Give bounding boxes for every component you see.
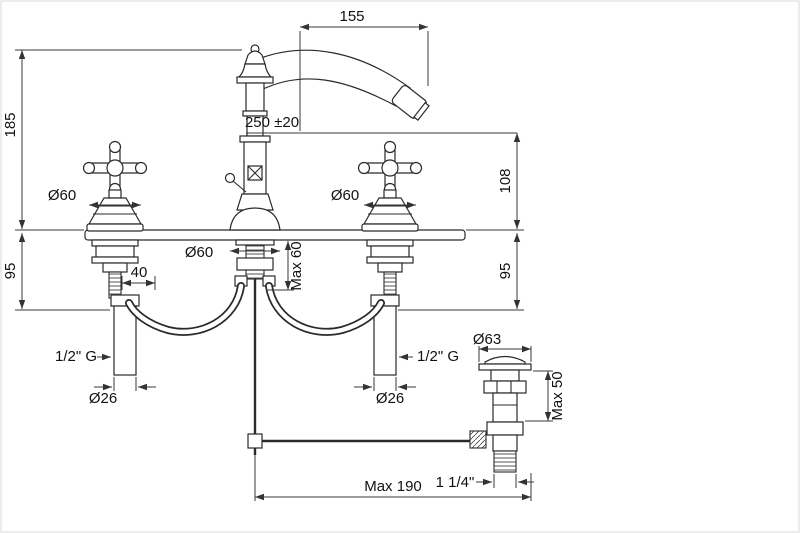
left-supply-pipe: [113, 305, 137, 376]
drain-assembly: [469, 355, 532, 473]
dim-center-base-dia: Ø60: [185, 244, 280, 261]
dim-waste-thread: 1 1/4": [436, 474, 534, 491]
faucet-assembly: [82, 44, 532, 473]
dim-left-pipe-dia: Ø26: [89, 377, 156, 407]
center-shank: [234, 239, 276, 287]
left-pipe-nut: [110, 294, 140, 307]
rod-adjuster: [247, 433, 263, 449]
dim-label-d26-left: Ø26: [89, 390, 117, 407]
dim-label-185: 185: [2, 112, 19, 137]
left-handle-boss: [106, 159, 124, 177]
dim-max-deck-thickness: Max 60: [266, 241, 305, 291]
dim-label-95-right: 95: [497, 263, 514, 280]
right-handle-valve: [357, 140, 423, 376]
dim-spout-height-range: 250 ±20: [245, 114, 517, 134]
right-pipe-nut: [370, 294, 400, 307]
dim-label-half-g-right: 1/2" G: [417, 348, 459, 365]
dim-label-d60-left: Ø60: [48, 187, 76, 204]
dim-label-d60-right: Ø60: [331, 187, 359, 204]
waste-flange: [478, 363, 532, 371]
dim-label-max190: Max 190: [364, 478, 422, 495]
pop-up-knob-stem: [232, 180, 247, 193]
rod-clevis: [469, 430, 487, 449]
left-handle-valve: [82, 140, 148, 376]
dim-label-d63: Ø63: [473, 331, 501, 348]
dim-label-108: 108: [497, 168, 514, 193]
dim-label-d26-right: Ø26: [376, 390, 404, 407]
waste-tailpiece: [493, 450, 517, 473]
dim-label-40: 40: [131, 264, 148, 281]
pop-up-rod: [247, 279, 470, 455]
pop-up-knob: [224, 172, 236, 184]
right-handle-boss: [381, 159, 399, 177]
dim-waste-flange-dia: Ø63: [473, 331, 532, 362]
right-supply-pipe: [373, 305, 397, 376]
dim-label-155: 155: [339, 8, 364, 25]
dim-rod-max-reach: Max 190: [254, 455, 532, 501]
dim-hose-offset: 40: [121, 264, 156, 290]
dim-left-handle-dia: Ø60: [48, 187, 141, 209]
dim-spout-reach: 155: [299, 8, 429, 131]
dim-left-thread: 1/2" G: [55, 348, 111, 365]
flexible-hoses: [125, 282, 385, 336]
spray-nozzle: [391, 85, 430, 121]
center-escutcheon: [229, 207, 281, 231]
dim-underdeck-left: 95: [2, 233, 110, 311]
center-column: [224, 44, 281, 231]
dim-label-max50: Max 50: [549, 371, 566, 420]
dim-label-half-g-left: 1/2" G: [55, 348, 97, 365]
dim-label-1-1-4: 1 1/4": [436, 474, 475, 491]
dim-outlet-height: 108: [466, 133, 524, 231]
dim-total-height: 185: [2, 49, 242, 231]
dim-right-pipe-dia: Ø26: [354, 377, 416, 407]
dim-label-95-left: 95: [2, 263, 19, 280]
dim-label-max60: Max 60: [288, 241, 305, 290]
dim-label-d60-center: Ø60: [185, 244, 213, 261]
dim-waste-max-thickness: Max 50: [525, 370, 566, 422]
dim-right-handle-dia: Ø60: [331, 187, 416, 209]
dim-right-thread: 1/2" G: [399, 348, 459, 365]
dimension-annotations: 155 185 95 250 ±20 108 95: [2, 8, 566, 501]
dim-label-250: 250 ±20: [245, 114, 299, 131]
swan-neck-spout: [260, 49, 430, 121]
dim-underdeck-right: 95: [398, 233, 524, 311]
